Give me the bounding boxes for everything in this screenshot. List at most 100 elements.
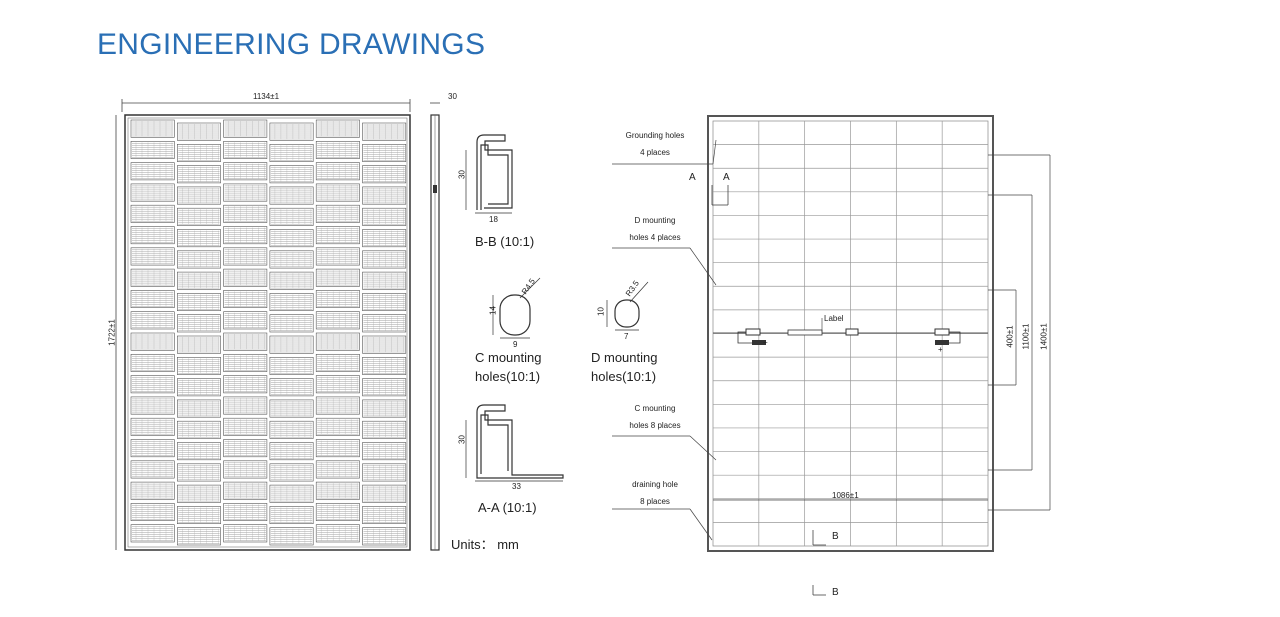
solar-cell [130,141,175,159]
solar-cell [315,396,360,415]
solar-cell [269,271,314,290]
bb-caption: B-B (10:1) [475,234,535,249]
units-label: Units： mm [451,537,519,552]
c-hole-width: 9 [513,340,518,349]
d-hole-width: 7 [624,332,629,341]
section-aa-profile [465,404,564,482]
section-a-marker-left: A [689,172,696,183]
solar-cell [362,420,407,439]
solar-cell [223,204,268,223]
solar-cell [315,332,360,351]
solar-cell [269,420,314,439]
solar-cell [315,311,360,330]
solar-cell [223,396,268,415]
solar-cell [223,119,268,138]
bb-width-dimension: 18 [489,215,498,224]
solar-cell [130,481,175,500]
solar-cell [269,506,314,524]
solar-cell [130,119,175,138]
section-a-marker-right: A [723,172,730,183]
draining-hole-note-line1: draining hole [632,480,678,489]
grounding-holes-note-line2: 4 places [640,148,670,157]
solar-cell [223,439,268,458]
solar-cell [130,268,175,287]
solar-cell [177,335,221,354]
draining-hole-note-line2: 8 places [640,497,670,506]
solar-cell [315,183,360,202]
solar-cell [362,506,407,524]
solar-cell [130,439,175,458]
solar-cell [223,332,268,351]
solar-cell [223,375,268,394]
solar-cell [177,207,221,226]
solar-cell [223,353,268,372]
solar-cell [315,162,360,181]
solar-cell [177,420,221,439]
solar-cell [362,484,407,503]
solar-cell [177,399,221,418]
solar-cell [223,247,268,266]
aa-height-dimension: 30 [457,435,467,444]
solar-cell [269,186,314,205]
solar-cell [269,229,314,248]
solar-cell [223,311,268,330]
solar-cell [269,144,314,162]
solar-cell [130,460,175,479]
solar-cell [223,268,268,287]
solar-cell [269,527,314,546]
solar-cell [130,417,175,436]
solar-cell [177,463,221,482]
solar-cell [315,503,360,521]
solar-cell [177,144,221,162]
solar-cell [362,314,407,333]
solar-cell [269,484,314,503]
solar-cell [362,399,407,418]
solar-cell [223,524,268,543]
solar-cell [362,229,407,248]
solar-cell [315,524,360,543]
solar-cell [177,378,221,397]
solar-cell [362,293,407,311]
solar-cell [315,439,360,458]
solar-cell [315,353,360,372]
c-hole-caption-line2: holes(10:1) [475,369,541,384]
section-b-marker-bottom: B [832,587,839,598]
front-width-dimension: 1134±1 [252,92,280,101]
solar-cell [130,332,175,351]
c-mounting-note-line2: holes 8 places [629,421,681,430]
c-mounting-hole-detail [492,277,541,339]
solar-cell [223,290,268,308]
solar-cell [130,503,175,521]
solar-cell [177,271,221,290]
solar-cell [130,204,175,223]
minus-terminal: − [763,338,768,347]
solar-cell [269,293,314,311]
solar-cell [362,250,407,269]
solar-cell [269,335,314,354]
aa-width-dimension: 33 [512,482,521,491]
rear-view-panel [612,115,1051,596]
solar-cell [130,162,175,181]
front-view-panel [115,99,411,551]
solar-cell [362,207,407,226]
solar-cell [223,226,268,245]
solar-cell [223,162,268,181]
solar-cell [269,356,314,375]
solar-cell [130,375,175,394]
solar-cell [269,314,314,333]
d-mounting-hole-detail [606,281,649,331]
dim-400: 400±1 [1005,325,1015,348]
d-hole-height: 10 [596,307,606,316]
solar-cell [223,141,268,159]
solar-cell [269,165,314,184]
solar-cell [177,484,221,503]
solar-cell [269,122,314,141]
c-mounting-note-line1: C mounting [634,404,676,413]
solar-cell [130,183,175,202]
solar-cell [177,442,221,461]
d-mounting-note-line1: D mounting [634,216,676,225]
solar-cell [177,122,221,141]
solar-cell [362,442,407,461]
solar-cell [315,481,360,500]
solar-cell [223,460,268,479]
